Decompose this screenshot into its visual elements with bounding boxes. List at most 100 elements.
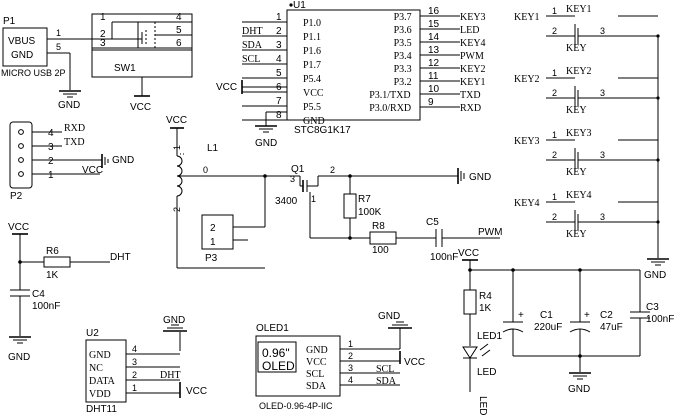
q1-pin-3: 3 [290, 174, 295, 184]
r6-value: 1K [46, 270, 59, 281]
r4-body [463, 289, 477, 315]
mcu-right-pin-number: 11 [428, 71, 439, 82]
junction-dot [263, 174, 267, 178]
r8-value: 100 [372, 245, 389, 256]
gnd-symbol [163, 324, 187, 332]
c1-value: 220uF [534, 322, 562, 333]
r6-body [43, 256, 71, 268]
mcu-net-label: SDA [242, 40, 263, 51]
mcu-right-pin-number: 15 [428, 19, 440, 30]
sw1-pin-3: 3 [100, 38, 106, 49]
mcu-left-pin-name: P1.1 [303, 32, 321, 43]
usb-connector-p1: P1 VBUS GND MICRO USB 2P 1 5 GND [1, 16, 92, 111]
oled-size: 0.96" [262, 346, 290, 360]
oled-net-label: VCC [404, 357, 425, 368]
sw1-pin-6: 6 [176, 38, 182, 49]
oled-screen [257, 341, 297, 373]
key-ref: KEY4 [566, 190, 592, 201]
sw1-ref: SW1 [114, 63, 136, 74]
p2-net-label: TXD [64, 137, 85, 148]
mcu-left-pin-number: 4 [276, 54, 282, 65]
led-net-label: LED [477, 396, 488, 415]
dht11-pin-name: GND [89, 350, 111, 361]
gnd-symbol [59, 90, 81, 98]
p3-ref: P3 [205, 253, 218, 264]
sw1-pin-1: 1 [100, 12, 106, 23]
mcu-left-pin-number: 3 [276, 40, 282, 51]
key-pin-number: 2 [552, 212, 557, 222]
q1-ref: Q1 [291, 164, 305, 175]
r4-value: 1K [479, 303, 492, 314]
mcu-net-label: TXD [460, 90, 481, 101]
mcu-left-pin-name: GND [303, 116, 325, 127]
q1-pin-2: 2 [330, 165, 335, 175]
key-label: KEY [566, 105, 587, 116]
dht-filter: VCC R6 1K DHT C4 100nF GND [8, 222, 131, 363]
dht11-pin-number: 2 [132, 370, 137, 380]
coil-vcc-label: VCC [166, 115, 187, 126]
dht-gnd-label: GND [8, 352, 30, 363]
p2-pin-socket [18, 157, 24, 163]
key-label: KEY [566, 43, 587, 54]
coil-l1: VCC L1 1 2 0 [166, 115, 300, 269]
usb-pin-vbus-label: VBUS [8, 36, 36, 47]
c3-ref: C3 [646, 302, 659, 313]
dht11-pin-number: 3 [132, 357, 137, 367]
dht-net-label: DHT [110, 252, 131, 263]
coil-pin-2: 2 [172, 207, 182, 212]
mcu-u1: U1 STC8G1K17 1P1.02P1.1DHT3P1.6SDA4P1.7S… [216, 0, 486, 149]
c5-ref: C5 [426, 217, 439, 228]
mcu-right-pin-name: P3.7 [394, 12, 412, 23]
dht11-model: DHT11 [86, 404, 117, 415]
key-ref: KEY2 [566, 66, 592, 77]
dht11-vcc-label: VCC [186, 386, 207, 397]
mcu-body [286, 9, 421, 121]
p2-pin-socket [18, 129, 24, 135]
oled-pin-number: 4 [348, 375, 353, 385]
c5-net-label: PWM [478, 227, 502, 238]
coil-node-0: 0 [203, 165, 208, 175]
p2-ref: P2 [10, 191, 23, 202]
p2-pin-socket [18, 143, 24, 149]
p2-net-label: VCC [82, 165, 103, 176]
dht11-gnd-label: GND [163, 315, 185, 326]
mcu-right-pin-name: P3.6 [394, 25, 412, 36]
p3-body [201, 214, 234, 250]
mcu-left-pin-name: P1.0 [303, 18, 321, 29]
mosfet-q1: Q1 3400 3 2 1 GND [275, 164, 491, 240]
mcu-left-pin-number: 1 [276, 12, 282, 23]
mcu-right-pin-number: 12 [428, 58, 440, 69]
mcu-left-pin-number: 5 [276, 68, 282, 79]
gnd-symbol [569, 372, 591, 380]
key-pin-number: 3 [600, 212, 605, 222]
oled-pin-name: SCL [306, 369, 324, 380]
led-diode [462, 346, 478, 359]
mcu-model: STC8G1K17 [294, 125, 351, 136]
mcu-left-pin-number: 7 [276, 96, 282, 107]
oled-model: OLED-0.96-4P-IIC [259, 401, 333, 411]
oled-pin-name: SDA [306, 381, 327, 392]
coil-pin-1: 1 [172, 145, 182, 150]
gnd-symbol [647, 258, 669, 266]
mcu-left-pin-name: P5.4 [303, 74, 321, 85]
p2-pin-socket [18, 171, 24, 177]
usb-ref: P1 [3, 16, 16, 27]
c3-value: 100nF [646, 314, 674, 325]
oled-ref: OLED1 [256, 323, 289, 334]
oled-type: OLED [262, 359, 295, 373]
led1-ref: LED1 [477, 331, 502, 342]
key-net-label: KEY4 [514, 198, 540, 209]
c2-plus: + [584, 310, 590, 321]
r6-ref: R6 [46, 246, 59, 257]
mcu-net-label: KEY1 [460, 77, 486, 88]
oled-pin-number: 2 [348, 351, 353, 361]
mcu-right-pin-name: P3.5 [394, 38, 412, 49]
led-vcc-label: VCC [458, 248, 479, 259]
key-pin-number: 1 [552, 68, 557, 78]
